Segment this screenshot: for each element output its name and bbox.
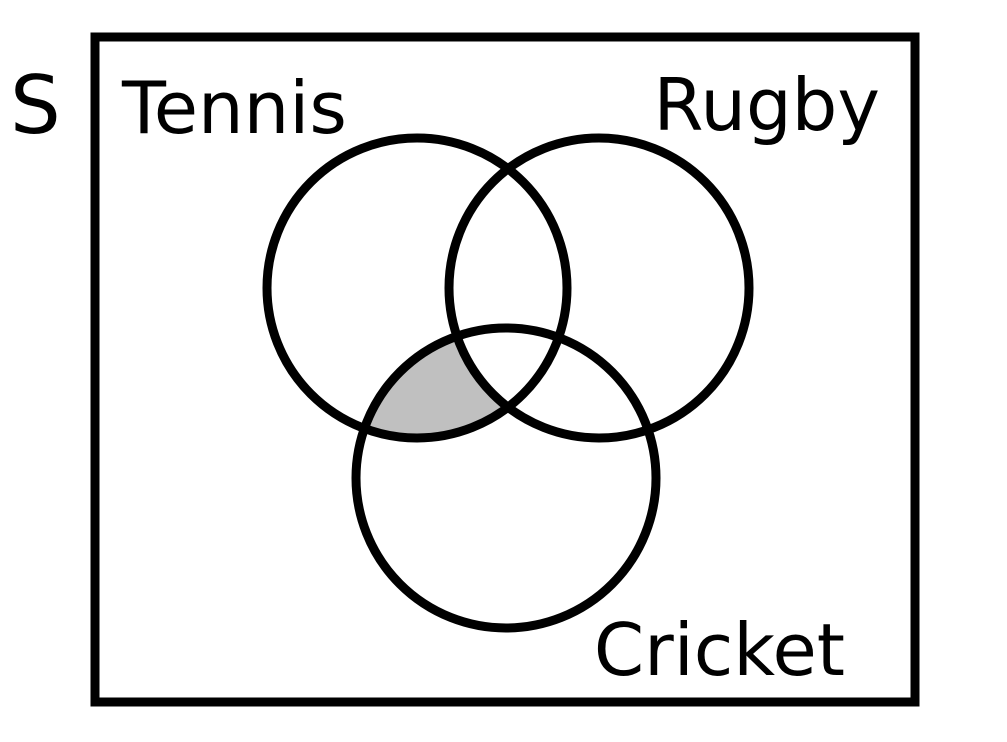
- rugby-label: Rugby: [654, 63, 880, 147]
- shaded-region-tennis-and-cricket-not-rugby: [356, 328, 567, 438]
- cricket-circle: [351, 323, 661, 633]
- tennis-circle: [262, 133, 572, 443]
- universal-set-label: S: [10, 59, 61, 152]
- cricket-label: Cricket: [594, 608, 845, 692]
- rugby-circle: [444, 133, 754, 443]
- universal-set-box: [90, 32, 920, 707]
- tennis-label: Tennis: [121, 66, 347, 150]
